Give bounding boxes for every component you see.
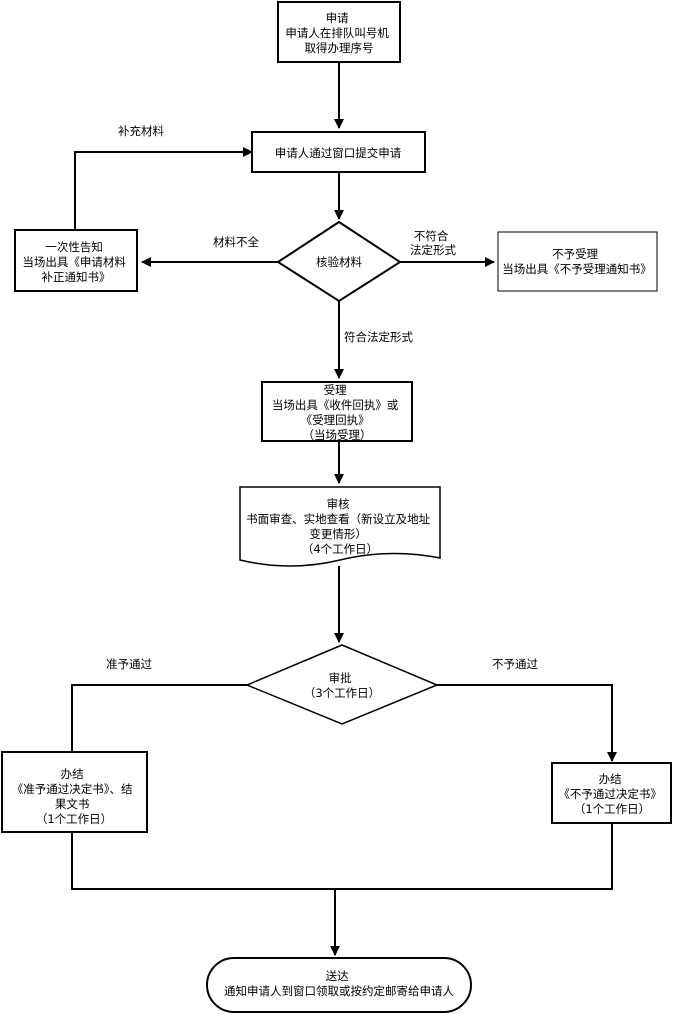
svg-text:一次性告知 当场出具《申请材料 补正: 一次性告知 当场出具《申请材料 补正通知书》 <box>22 240 129 284</box>
label-incomplete: 材料不全 <box>213 235 259 249</box>
label-fail: 不予通过 <box>492 657 538 671</box>
label-supplement: 补充材料 <box>118 124 164 138</box>
svg-text:审核 书面审查、实地查看（新设立及地址: 审核 书面审查、实地查看（新设立及地址 变更情形） （4个工作日） <box>246 497 434 556</box>
svg-text:申请人通过窗口提交申请: 申请人通过窗口提交申请 <box>275 146 402 160</box>
edge-approve-donepass <box>71 684 248 752</box>
node-accept: 受理 当场出具《收件回执》或 《受理回执》 （当场受理） <box>261 381 413 442</box>
node-verify: 核验材料 <box>276 220 402 303</box>
node-done-fail: 办结 《不予通过决定书》 （1个工作日） <box>551 762 672 824</box>
edges <box>71 62 617 956</box>
node-reject-accept: 不予受理 当场出具《不予受理通知书》 <box>497 231 658 292</box>
svg-text:送达 通知申请人到窗口领取或按约定邮寄给申请人: 送达 通知申请人到窗口领取或按约定邮寄给申请人 <box>224 969 454 998</box>
svg-text:不予受理 当场出具《不予受理通知书》: 不予受理 当场出具《不予受理通知书》 <box>502 247 652 276</box>
node-review: 审核 书面审查、实地查看（新设立及地址 变更情形） （4个工作日） <box>239 486 441 567</box>
svg-text:办结 《不予通过决定书》 （1个工作: 办结 《不予通过决定书》 （1个工作日） <box>558 772 665 816</box>
edge-donepass-merge <box>71 824 613 890</box>
node-notify-once: 一次性告知 当场出具《申请材料 补正通知书》 <box>14 229 138 292</box>
node-done-pass: 办结 《准予通过决定书》、结 果文书 （1个工作日） <box>1 751 148 833</box>
svg-text:受理 当场出具《收件回执》或 《受理: 受理 当场出具《收件回执》或 《受理回执》 （当场受理） <box>272 383 402 442</box>
edge-notify-submit <box>74 147 253 230</box>
svg-text:办结 《准予通过决定书》、结 果文书: 办结 《准予通过决定书》、结 果文书 （1个工作日） <box>12 767 136 826</box>
svg-text:核验材料: 核验材料 <box>316 255 362 269</box>
label-pass: 准予通过 <box>106 657 152 671</box>
node-approve: 审批 （3个工作日） <box>245 644 439 725</box>
label-conform: 符合法定形式 <box>344 330 413 344</box>
label-nonconform: 不符合 法定形式 <box>410 229 456 257</box>
svg-text:审批 （3个工作日）: 审批 （3个工作日） <box>304 671 380 700</box>
svg-text:申请 申请人在排队叫号机 取得办理序: 申请 申请人在排队叫号机 取得办理序号 <box>285 11 392 55</box>
node-submit: 申请人通过窗口提交申请 <box>251 131 426 173</box>
node-deliver: 送达 通知申请人到窗口领取或按约定邮寄给申请人 <box>206 957 472 1013</box>
edge-approve-donefail <box>436 684 617 762</box>
node-apply: 申请 申请人在排队叫号机 取得办理序号 <box>277 1 401 63</box>
